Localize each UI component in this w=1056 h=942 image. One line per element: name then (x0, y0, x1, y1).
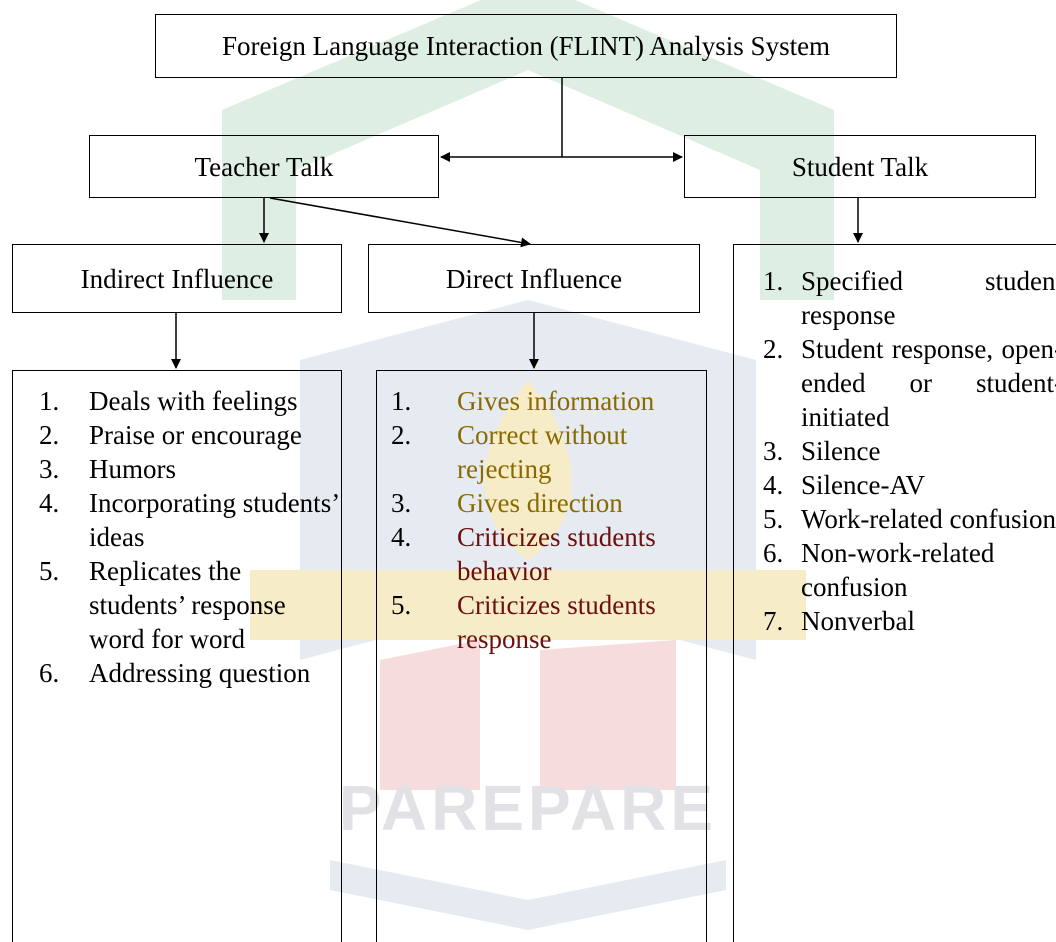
student-talk-label: Student Talk (791, 151, 929, 182)
watermark-text: PAREPARE (339, 772, 717, 844)
direct-influence-box: Direct Influence (368, 244, 700, 313)
list-item: 5.Replicates the students’ response word… (39, 556, 286, 654)
watermark-arch (222, 0, 834, 300)
indirect-influence-box: Indirect Influence (12, 244, 342, 313)
list-item: 4.Criticizes students behavior (391, 522, 656, 586)
watermark-gold-band (250, 570, 806, 640)
list-item: 6.Addressing question (39, 658, 311, 688)
indirect-influence-label: Indirect Influence (80, 263, 274, 294)
list-item: 5.Criticizes students response (391, 590, 656, 654)
list-item: 3.Silence (763, 436, 881, 466)
indirect-influence-list: 1.Deals with feelings 2.Praise or encour… (12, 370, 342, 942)
teacher-talk-label: Teacher Talk (194, 151, 334, 182)
student-talk-box: Student Talk (684, 135, 1036, 198)
list-item: 3.Gives direction (391, 488, 623, 518)
list-item: 6.Non-work-related confusion (763, 538, 995, 602)
title-box: Foreign Language Interaction (FLINT) Ana… (155, 14, 897, 78)
list-item: 4.Silence-AV (763, 470, 925, 500)
list-item: 3.Humors (39, 454, 176, 484)
list-item: 1.Specified student response (763, 266, 1056, 330)
list-item: 4.Incorporating students’ ideas (39, 488, 339, 552)
direct-influence-label: Direct Influence (445, 263, 623, 294)
list-item: 5.Work-related confusion (763, 504, 1056, 534)
list-item: 1.Gives information (391, 386, 655, 416)
list-item: 2.Correct without rejecting (391, 420, 628, 484)
list-item: 2.Praise or encourage (39, 420, 302, 450)
list-item: 1.Deals with feelings (39, 386, 298, 416)
list-item: 7.Nonverbal (763, 606, 915, 636)
connector-teacher-to-direct (269, 197, 531, 248)
student-talk-list: 1.Specified student response 2.Student r… (733, 244, 1056, 942)
teacher-talk-box: Teacher Talk (89, 135, 439, 198)
direct-influence-list: 1.Gives information 2.Correct without re… (376, 370, 707, 942)
diagram-title: Foreign Language Interaction (FLINT) Ana… (221, 31, 831, 61)
watermark-red-mark (380, 640, 676, 790)
list-item: 2.Student response, open-ended or studen… (763, 334, 1056, 432)
watermark-chevron (330, 860, 726, 930)
watermark-flame (484, 380, 572, 560)
